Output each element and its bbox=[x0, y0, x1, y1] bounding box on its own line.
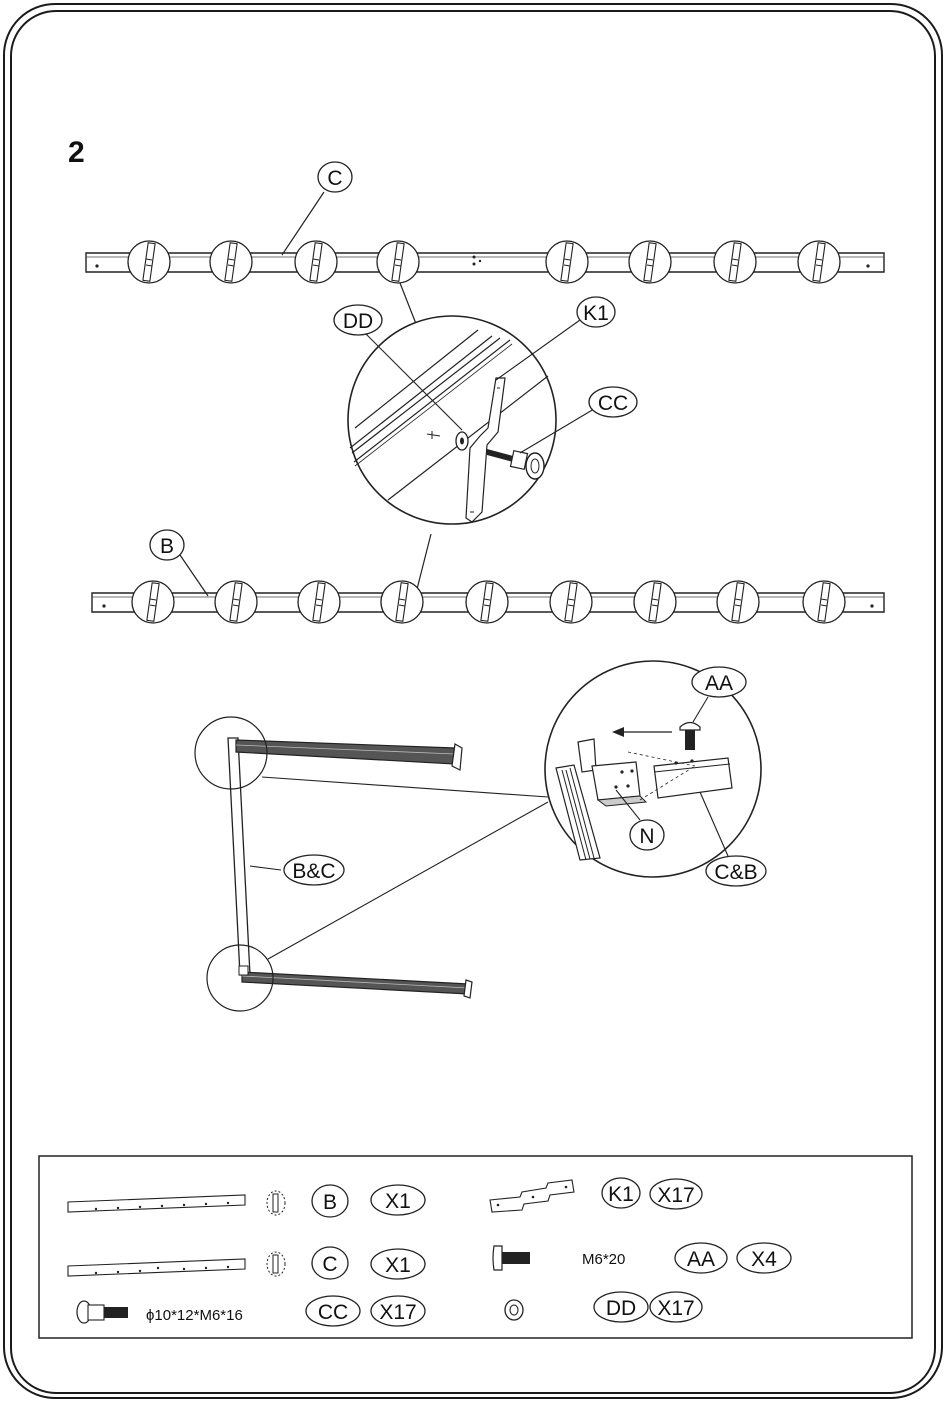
part-cc-spec: ϕ10*12*M6*16 bbox=[146, 1307, 243, 1324]
frame-assembly bbox=[195, 717, 548, 1011]
label-cc: CC bbox=[598, 392, 628, 415]
label-aa: AA bbox=[705, 672, 733, 695]
parts-list: B X1 C X1 ϕ10*12*M6*16 CC X bbox=[39, 1156, 912, 1338]
part-k1-id: K1 bbox=[608, 1183, 634, 1206]
part-dd-id: DD bbox=[606, 1297, 636, 1320]
part-aa-spec: M6*20 bbox=[582, 1251, 625, 1268]
rail-b-clips bbox=[132, 581, 845, 623]
rail-c bbox=[86, 253, 884, 272]
part-row-k1: K1 X17 bbox=[490, 1178, 702, 1212]
part-c-id: C bbox=[322, 1253, 337, 1276]
part-c-qty: X1 bbox=[385, 1254, 411, 1277]
part-dd-qty: X17 bbox=[657, 1297, 694, 1320]
label-n: N bbox=[639, 825, 654, 848]
label-dd: DD bbox=[343, 310, 373, 333]
part-aa-id: AA bbox=[687, 1248, 715, 1271]
part-b-qty: X1 bbox=[385, 1190, 411, 1213]
part-row-c: C X1 bbox=[68, 1247, 425, 1279]
part-cc-id: CC bbox=[318, 1301, 348, 1324]
label-cb: C&B bbox=[714, 861, 757, 884]
part-row-cc: ϕ10*12*M6*16 CC X17 bbox=[77, 1296, 425, 1326]
part-row-dd: DD X17 bbox=[505, 1292, 702, 1322]
label-bc: B&C bbox=[292, 860, 335, 883]
part-row-aa: M6*20 AA X4 bbox=[493, 1243, 791, 1273]
part-row-b: B X1 bbox=[68, 1185, 425, 1217]
part-aa-qty: X4 bbox=[751, 1248, 777, 1271]
label-b: B bbox=[160, 535, 174, 558]
part-b-id: B bbox=[323, 1191, 337, 1214]
part-cc-qty: X17 bbox=[379, 1301, 416, 1324]
label-c: C bbox=[327, 167, 342, 190]
part-k1-qty: X17 bbox=[657, 1184, 694, 1207]
label-k1: K1 bbox=[583, 302, 609, 325]
